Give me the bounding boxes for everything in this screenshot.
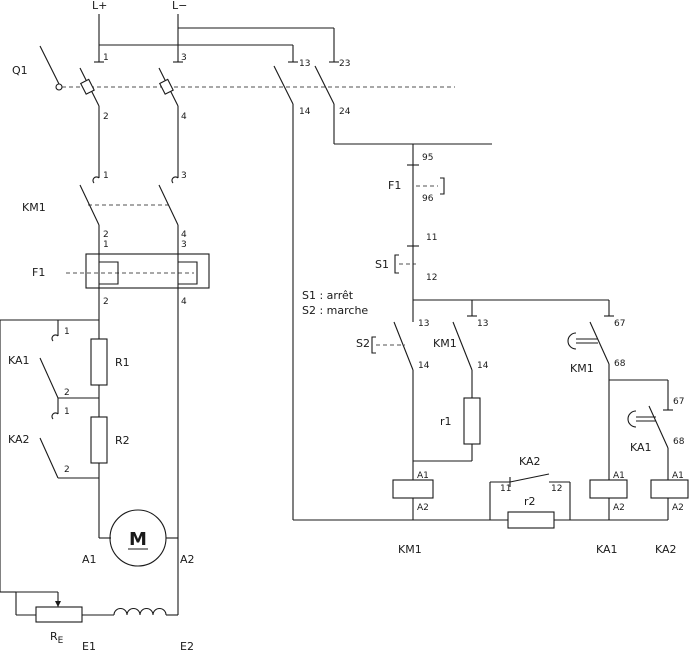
label-s2: S2 [356,337,370,350]
label-ka1-timed: KA1 [630,441,652,454]
svg-text:96: 96 [422,194,434,204]
label-q1: Q1 [12,64,28,77]
label-re: RE [50,630,64,646]
svg-text:68: 68 [614,359,626,369]
label-a1: A1 [82,553,97,566]
coil-ka2 [650,479,689,499]
label-e2: E2 [180,640,194,651]
label-km1-timed: KM1 [570,362,594,375]
coil-km1 [392,479,434,499]
label-ka2-contact: KA2 [519,455,541,468]
svg-text:A1: A1 [613,471,625,481]
svg-text:A2: A2 [613,503,625,513]
svg-text:3: 3 [181,240,187,250]
svg-text:68: 68 [673,437,685,447]
svg-text:4: 4 [181,112,187,122]
label-r2-power: R2 [115,434,130,447]
svg-text:2: 2 [103,297,109,307]
label-s1: S1 [375,258,389,271]
svg-text:3: 3 [181,53,187,63]
svg-text:2: 2 [103,230,109,240]
label-ka1-power: KA1 [8,354,30,367]
svg-text:2: 2 [64,465,70,475]
coil-ka1 [589,479,628,499]
label-r1-control: r1 [440,415,452,428]
svg-text:A2: A2 [417,503,429,513]
svg-text:13: 13 [299,59,310,69]
svg-text:13: 13 [418,319,429,329]
svg-text:67: 67 [673,397,684,407]
label-e1: E1 [82,640,96,651]
svg-text:A1: A1 [417,471,429,481]
svg-text:3: 3 [181,171,187,181]
svg-text:24: 24 [339,107,351,117]
svg-text:1: 1 [64,327,70,337]
svg-text:67: 67 [614,319,625,329]
svg-text:2: 2 [64,388,70,398]
legend-s1: S1 : arrêt [302,289,354,302]
label-f1-control: F1 [388,179,401,192]
svg-text:4: 4 [181,230,187,240]
label-r2-control: r2 [524,495,536,508]
control-circuit: 95 F1 96 11 S1 12 S1 : arrêt S2 : marche… [293,144,689,556]
label-r1-power: R1 [115,356,130,369]
svg-text:23: 23 [339,59,350,69]
svg-text:11: 11 [426,233,437,243]
svg-text:1: 1 [103,53,109,63]
legend-s2: S2 : marche [302,304,368,317]
power-circuit: L+ L− 1 3 Q1 2 4 13 14 23 24 [0,0,492,653]
label-a2: A2 [180,553,195,566]
label-coil-km1: KM1 [398,543,422,556]
label-motor: M [129,529,147,550]
svg-text:12: 12 [426,273,437,283]
svg-text:14: 14 [477,361,489,371]
svg-text:1: 1 [64,407,70,417]
svg-text:11: 11 [500,484,511,494]
label-ka2-power: KA2 [8,433,30,446]
svg-text:1: 1 [103,171,109,181]
label-coil-ka1: KA1 [596,543,618,556]
svg-text:14: 14 [418,361,430,371]
svg-text:A2: A2 [672,503,684,513]
svg-text:14: 14 [299,107,311,117]
svg-text:A1: A1 [672,471,684,481]
label-coil-ka2: KA2 [655,543,677,556]
svg-text:95: 95 [422,153,433,163]
label-km1-hold: KM1 [433,337,457,350]
svg-text:13: 13 [477,319,488,329]
label-l-plus: L+ [92,0,107,12]
motor-symbol [109,509,167,567]
svg-text:4: 4 [181,297,187,307]
label-km1-power: KM1 [22,201,46,214]
label-l-minus: L− [172,0,187,12]
svg-text:12: 12 [551,484,562,494]
svg-text:1: 1 [103,240,109,250]
label-f1-power: F1 [32,266,45,279]
svg-text:2: 2 [103,112,109,122]
